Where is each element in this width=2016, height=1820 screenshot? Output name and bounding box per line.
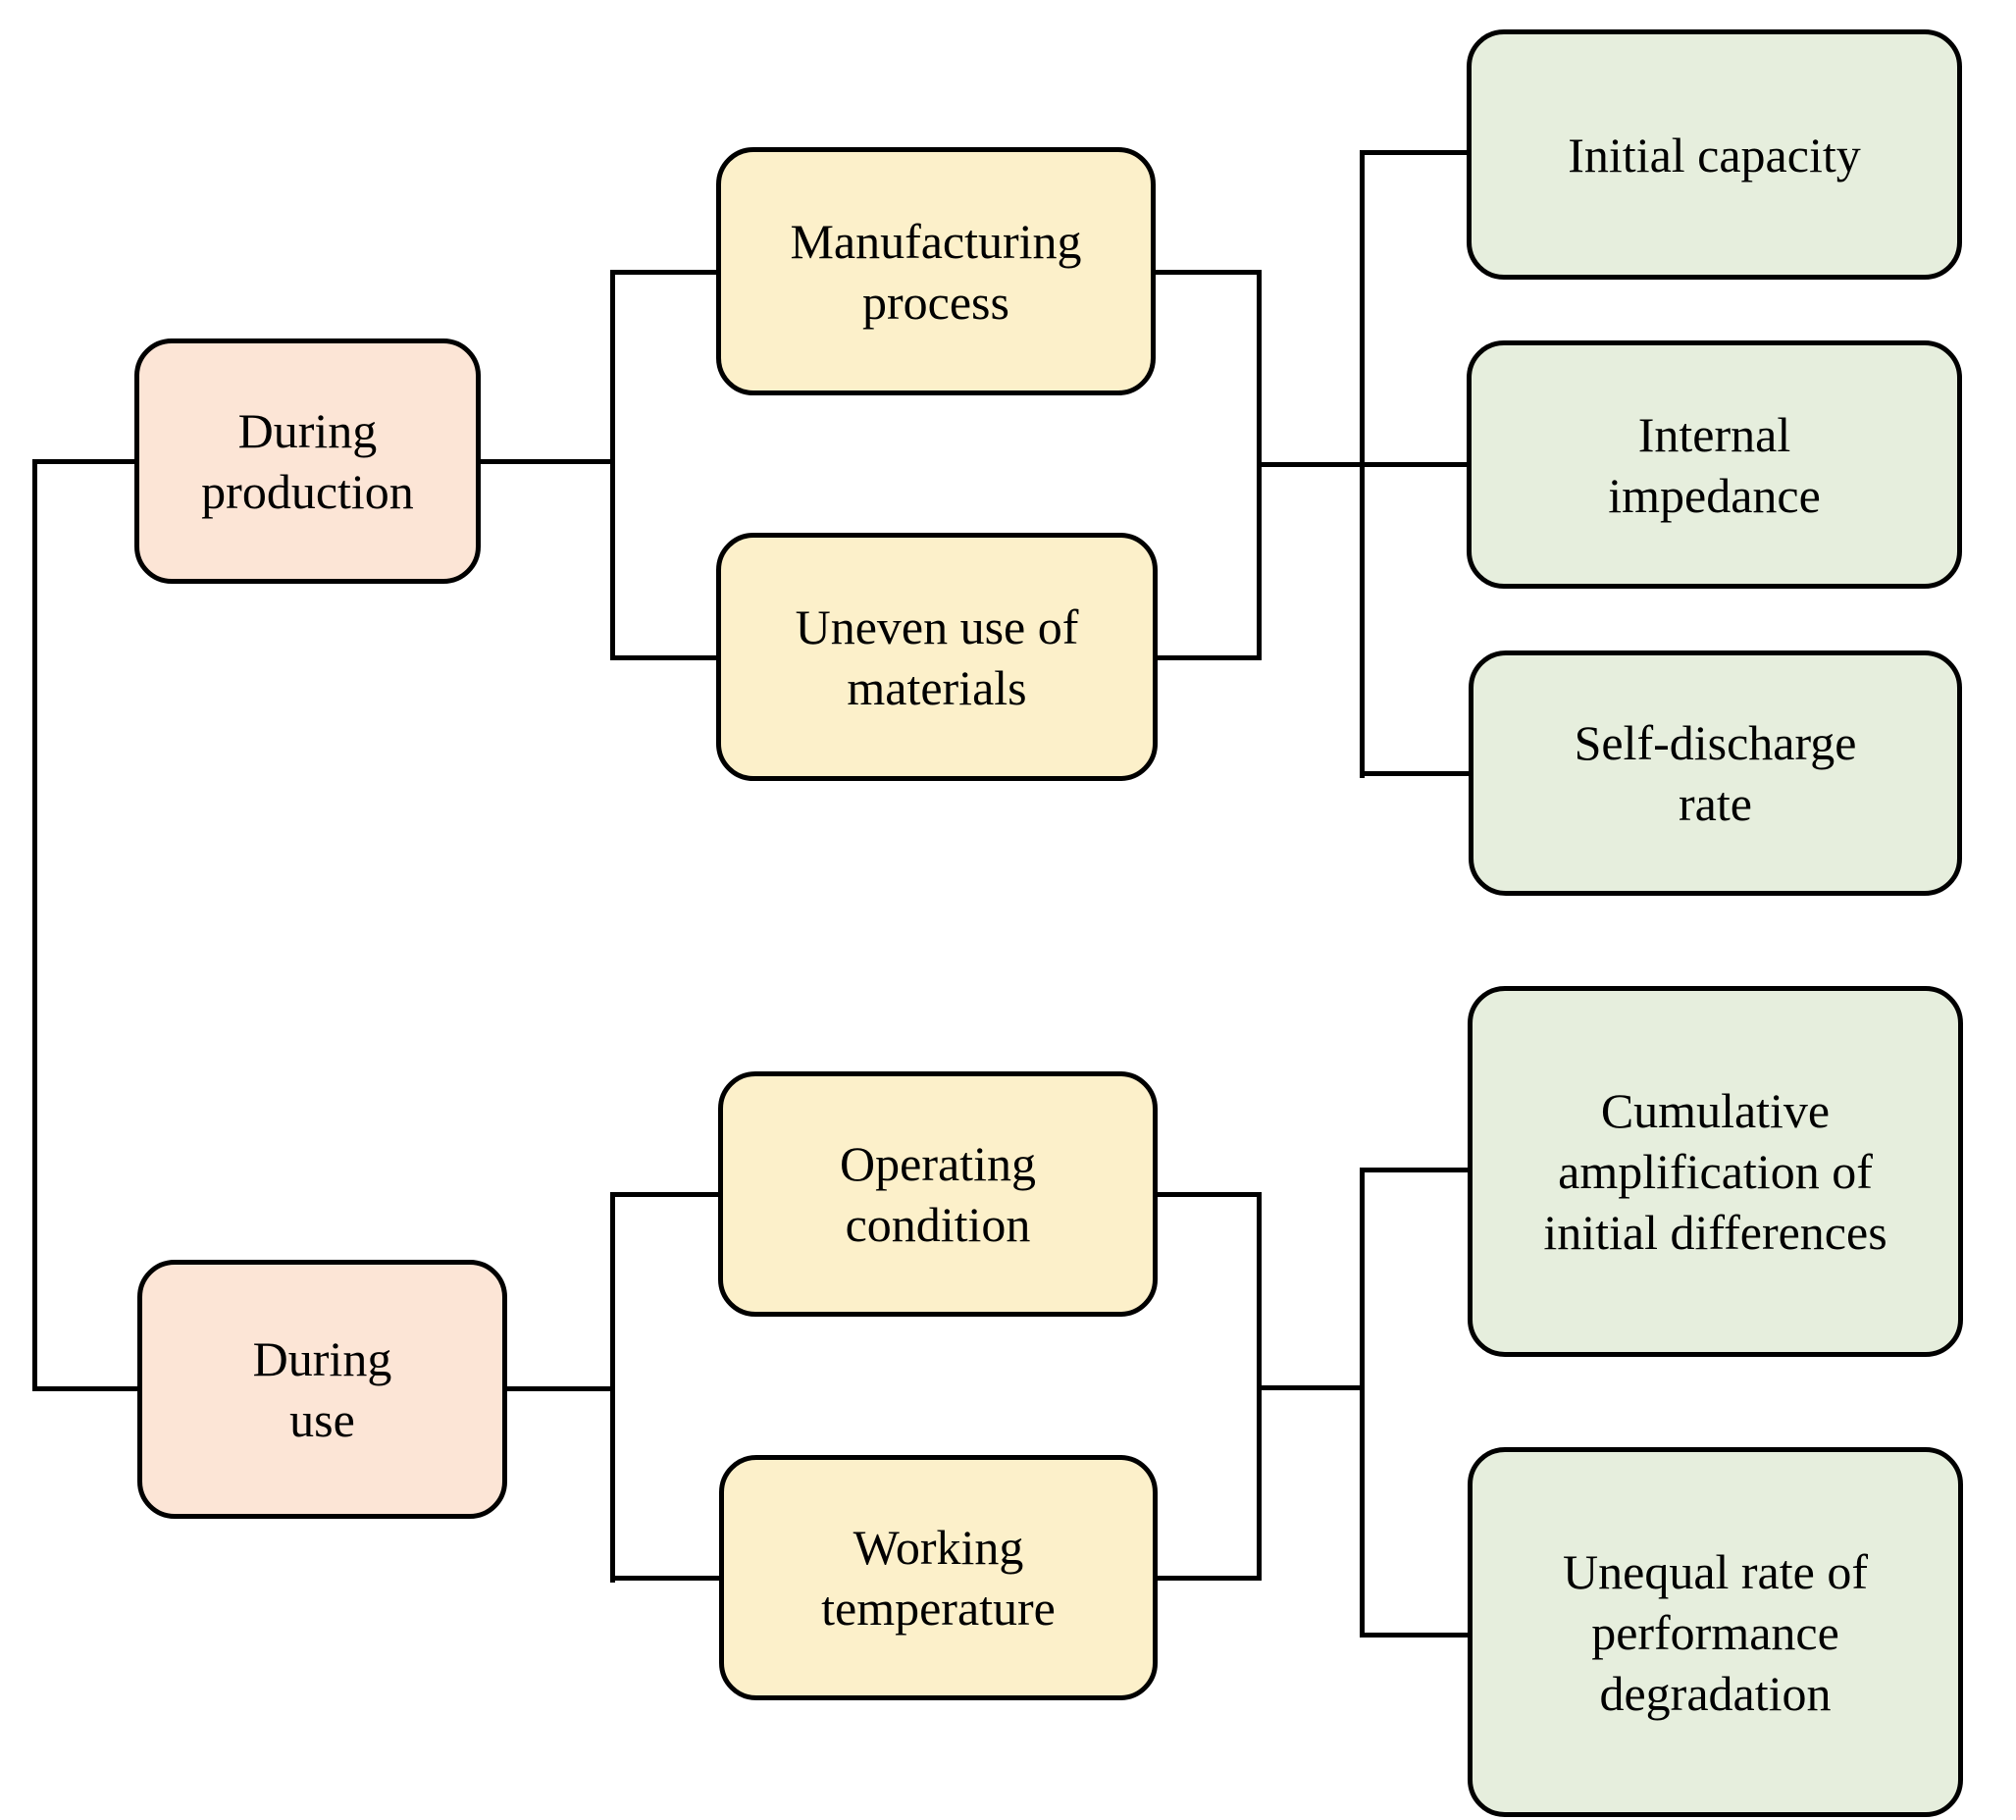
node-initial-capacity: Initial capacity xyxy=(1467,29,1962,280)
node-working-temperature: Working temperature xyxy=(719,1455,1158,1700)
connector-line xyxy=(610,270,615,660)
node-during-use: During use xyxy=(137,1260,507,1519)
connector-line xyxy=(1257,1385,1365,1390)
connector-line xyxy=(1360,1633,1468,1638)
connector-line xyxy=(507,1386,613,1391)
connector-line xyxy=(1360,150,1467,155)
connector-line xyxy=(1360,1168,1365,1638)
connector-line xyxy=(1360,150,1365,778)
node-uneven-use-of-materials: Uneven use of materials xyxy=(716,533,1158,781)
node-cumulative-amplification: Cumulative amplification of initial diff… xyxy=(1468,986,1963,1357)
connector-line xyxy=(610,655,716,660)
node-during-production: During production xyxy=(134,338,481,584)
connector-line xyxy=(1360,771,1469,776)
connector-line xyxy=(610,1192,615,1583)
connector-line xyxy=(32,459,134,464)
connector-line xyxy=(32,459,37,1391)
node-self-discharge-rate: Self-discharge rate xyxy=(1469,650,1962,896)
connector-line xyxy=(1158,1576,1262,1581)
connector-line xyxy=(610,1576,719,1581)
connector-line xyxy=(610,1192,718,1197)
node-manufacturing-process: Manufacturing process xyxy=(716,147,1156,395)
node-unequal-rate: Unequal rate of performance degradation xyxy=(1468,1447,1963,1817)
connector-line xyxy=(32,1386,137,1391)
connector-line xyxy=(1158,1192,1262,1197)
connector-line xyxy=(1360,1168,1468,1172)
node-operating-condition: Operating condition xyxy=(718,1071,1158,1317)
connector-line xyxy=(481,459,613,464)
node-internal-impedance: Internal impedance xyxy=(1467,340,1962,589)
connector-line xyxy=(610,270,716,275)
connector-line xyxy=(1156,270,1262,275)
connector-line xyxy=(1158,655,1262,660)
